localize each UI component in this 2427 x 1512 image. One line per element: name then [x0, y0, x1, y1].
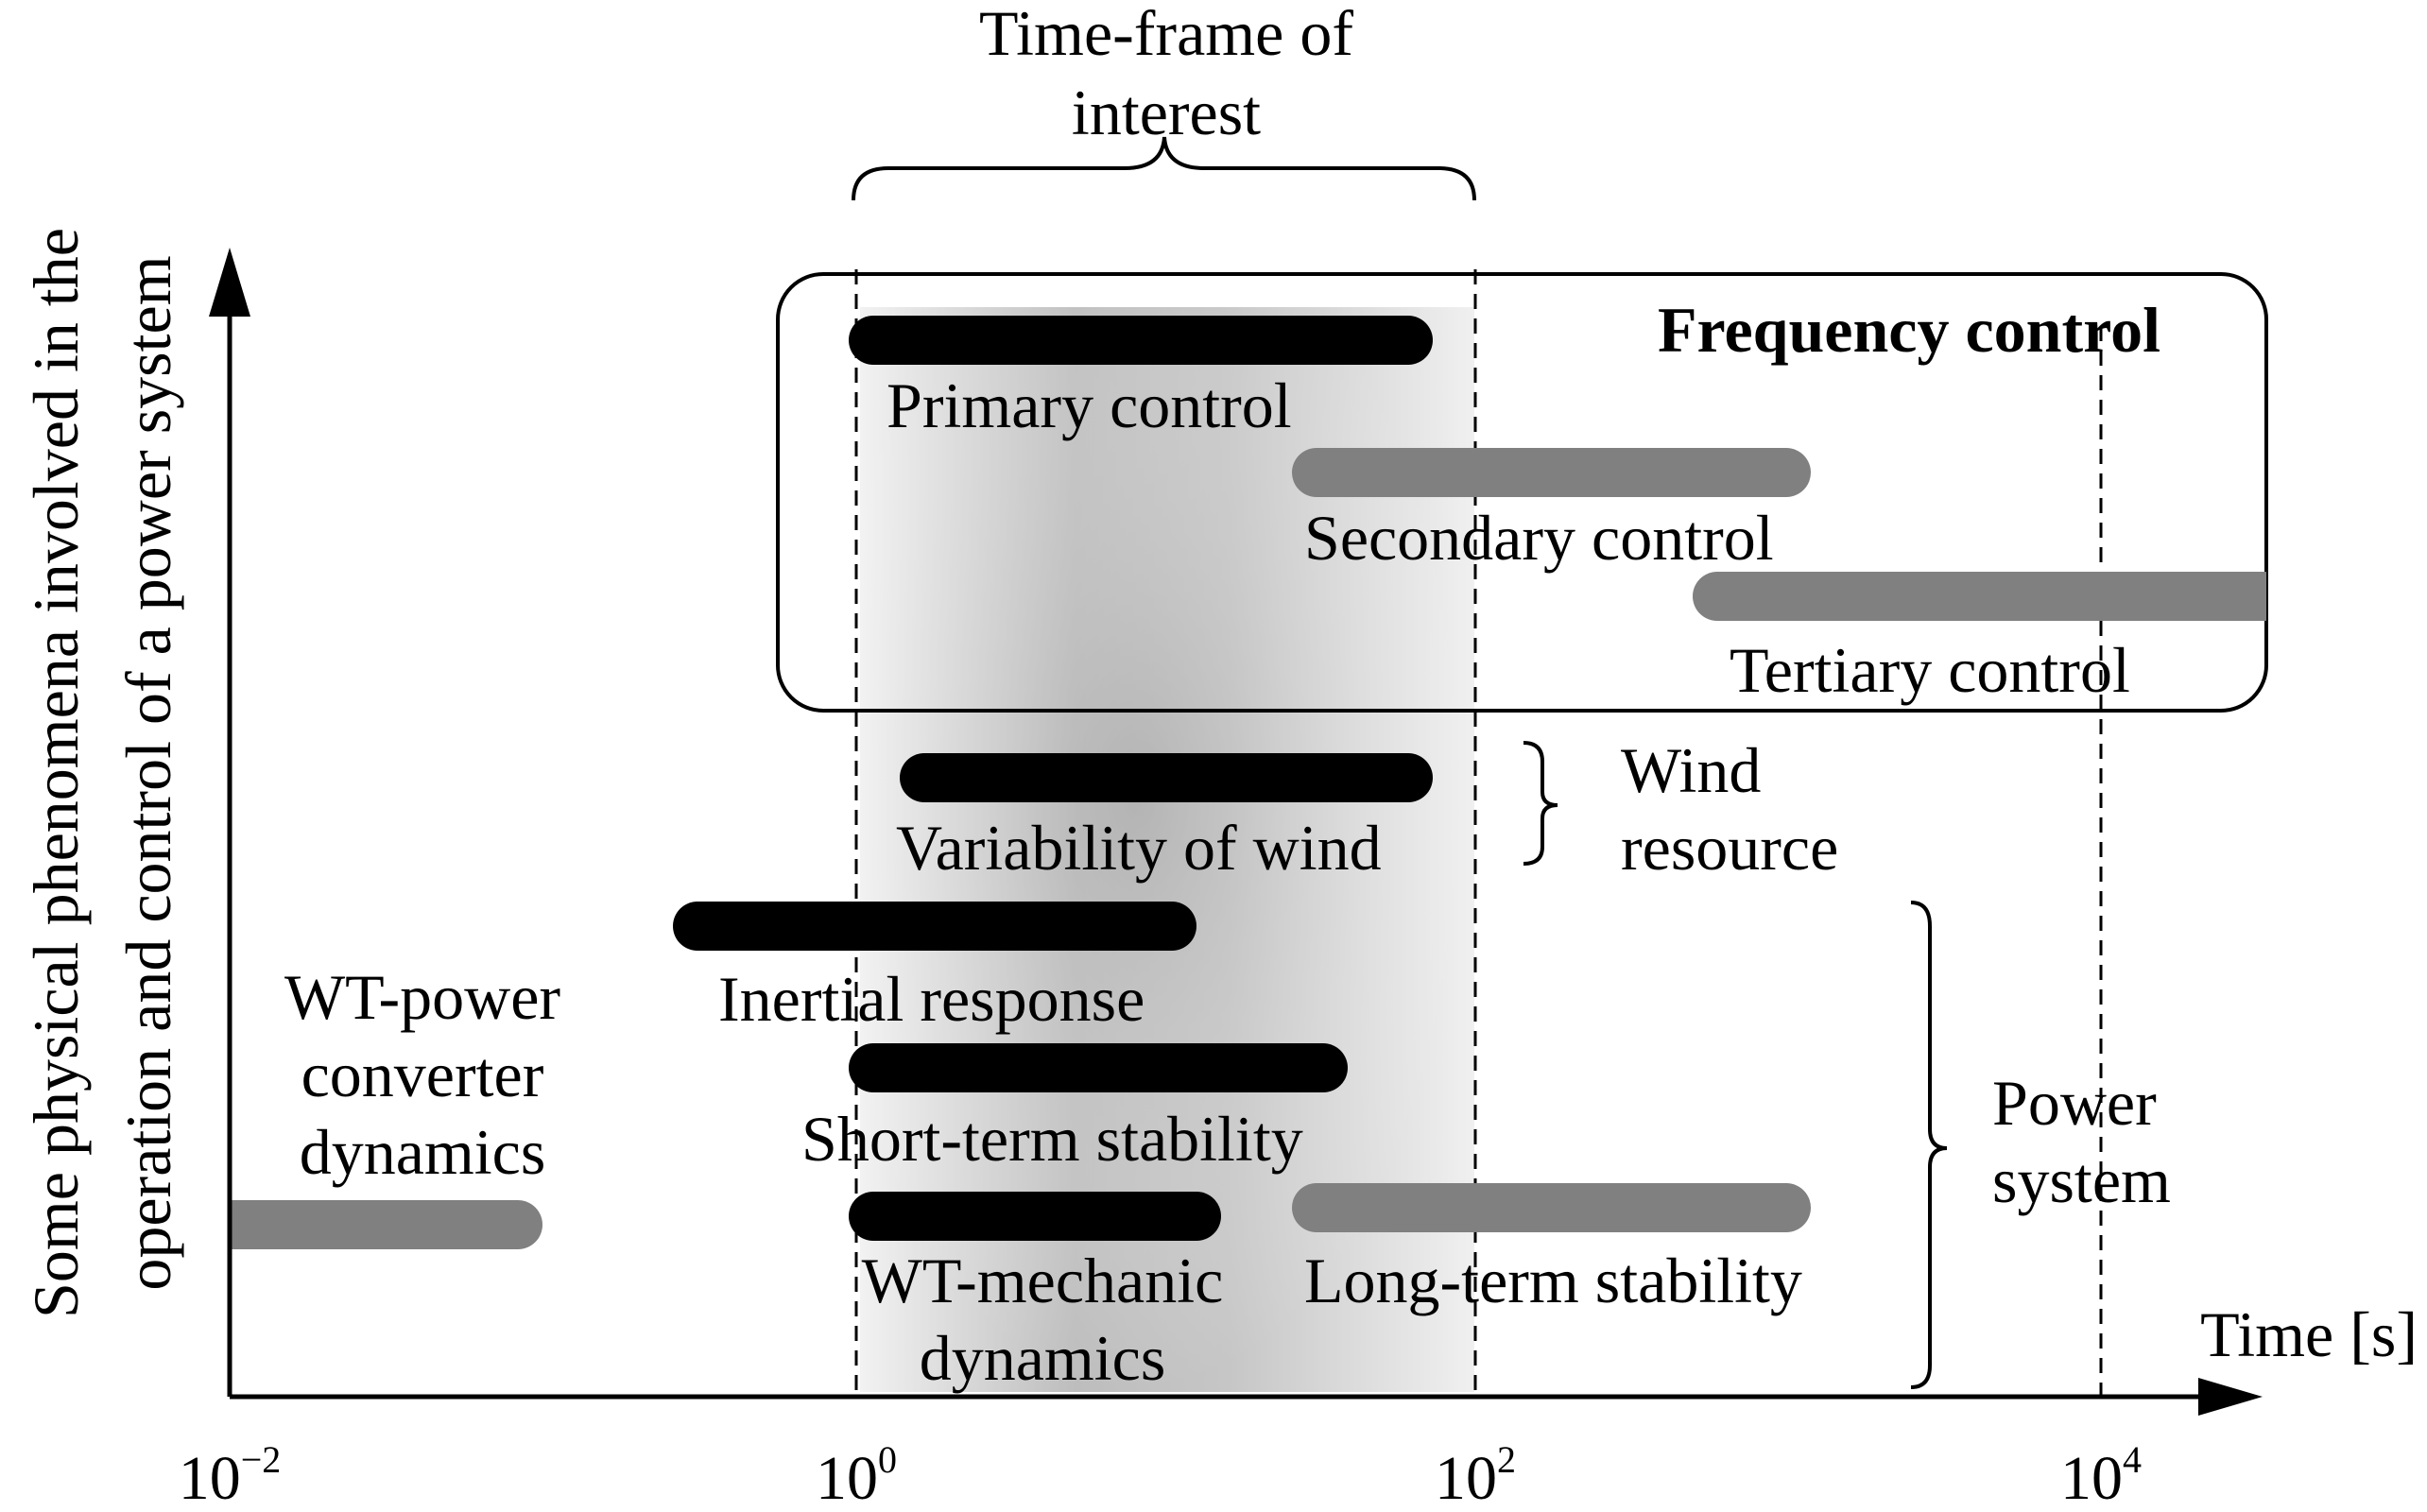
- label-inertial-response: Inertial response: [718, 963, 1145, 1035]
- label-tertiary-control: Tertiary control: [1730, 634, 2130, 706]
- x-axis-arrowhead: [2198, 1378, 2263, 1416]
- tick-base: 10: [2060, 1444, 2123, 1512]
- power-system-label-line2: system: [1992, 1144, 2171, 1216]
- tick-exponent: 0: [878, 1438, 897, 1481]
- tick-label-1e2: 102: [1435, 1438, 1516, 1512]
- time-frame-label-line1: Time-frame of: [979, 0, 1353, 69]
- tick-label-1e0: 100: [816, 1438, 897, 1512]
- frequency-control-title: Frequency control: [1658, 294, 2160, 366]
- bar-tertiary-control: [1693, 572, 2266, 621]
- y-axis-arrowhead: [209, 248, 250, 317]
- label-wt-power-line2: converter: [301, 1039, 544, 1110]
- tick-exponent: −2: [241, 1438, 282, 1481]
- bar-wt-power-converter-dynamics: [230, 1200, 542, 1249]
- label-long-term-stability: Long-term stability: [1304, 1245, 1802, 1316]
- tick-exponent: 4: [2123, 1438, 2142, 1481]
- tick-label-1e4: 104: [2060, 1438, 2142, 1512]
- tick-base: 10: [1435, 1444, 1497, 1512]
- wind-resource-brace: [1523, 741, 1558, 866]
- label-variability-of-wind: Variability of wind: [896, 812, 1382, 884]
- tick-exponent: 2: [1497, 1438, 1516, 1481]
- label-wt-mechanic-line1: WT-mechanic: [862, 1245, 1224, 1316]
- y-axis-title-line1: Some physical phenomena involved in the: [20, 228, 92, 1318]
- power-system-brace: [1910, 901, 1948, 1389]
- label-wt-mechanic-line2: dynamics: [920, 1322, 1166, 1394]
- wind-resource-label-line1: Wind: [1621, 734, 1761, 806]
- label-wt-power-line3: dynamics: [300, 1116, 546, 1188]
- label-primary-control: Primary control: [886, 369, 1292, 441]
- frequency-control-box: [776, 272, 2268, 713]
- wind-resource-label-line2: resource: [1621, 812, 1838, 884]
- time-frame-label-line2: interest: [1072, 77, 1261, 148]
- label-short-term-stability: Short-term stability: [801, 1103, 1303, 1175]
- label-secondary-control: Secondary control: [1304, 502, 1774, 574]
- label-wt-power-line1: WT-power: [284, 961, 560, 1033]
- x-axis-title: Time [s]: [2200, 1298, 2418, 1370]
- y-axis-title-line2: operation and control of a power system: [112, 255, 184, 1290]
- time-frame-brace: [852, 136, 1476, 201]
- tick-base: 10: [179, 1444, 241, 1512]
- power-system-label-line1: Power: [1992, 1067, 2157, 1139]
- tick-base: 10: [816, 1444, 878, 1512]
- tick-label-1e-2: 10−2: [179, 1438, 282, 1512]
